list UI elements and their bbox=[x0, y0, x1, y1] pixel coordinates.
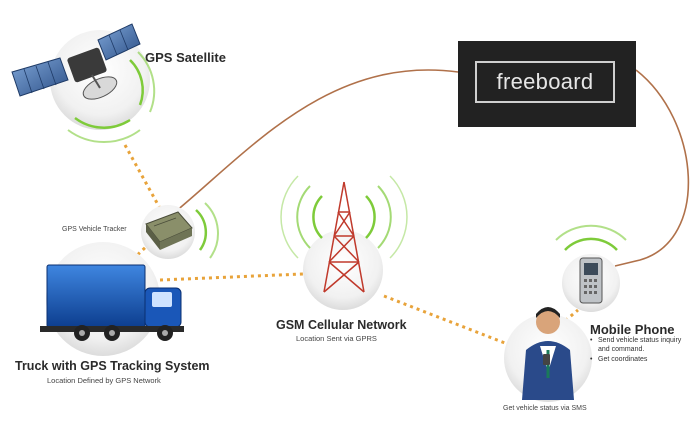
phone-node bbox=[555, 224, 627, 312]
truck-label: Truck with GPS Tracking System bbox=[15, 359, 210, 373]
phone-bullet-item: Send vehicle status inquiry and command. bbox=[590, 337, 682, 354]
mobile-phone-icon bbox=[579, 257, 603, 304]
phone-label: Mobile Phone bbox=[590, 322, 675, 337]
person-node bbox=[504, 307, 592, 402]
phone-bullet-item: Get coordinates bbox=[590, 356, 682, 365]
person-label: Get vehicle status via SMS bbox=[503, 405, 587, 412]
freeboard-logo-frame: freeboard bbox=[475, 61, 615, 103]
satellite-icon bbox=[11, 23, 141, 100]
tracker-icon bbox=[145, 211, 193, 250]
gsm-node bbox=[280, 175, 408, 310]
link-truck-gsm bbox=[159, 272, 304, 282]
cell-tower-icon bbox=[323, 181, 365, 293]
truck-sublabel: Location Defined by GPS Network bbox=[47, 376, 161, 385]
satellite-label: GPS Satellite bbox=[145, 50, 226, 65]
phone-bullet-list: Send vehicle status inquiry and command.… bbox=[590, 337, 682, 367]
gsm-label: GSM Cellular Network bbox=[276, 318, 407, 332]
link-gsm-person bbox=[383, 294, 511, 347]
freeboard-logo-text: freeboard bbox=[496, 69, 594, 94]
brand-link-phone bbox=[614, 69, 690, 267]
truck-icon bbox=[40, 264, 184, 341]
link-satellite-tracker bbox=[123, 144, 164, 213]
gsm-sublabel: Location Sent via GPRS bbox=[296, 334, 377, 343]
tracker-label: GPS Vehicle Tracker bbox=[62, 226, 127, 233]
tracker-node bbox=[141, 202, 219, 259]
brand-link-satellite bbox=[174, 69, 459, 213]
truck-node bbox=[40, 242, 184, 356]
freeboard-logo: freeboard bbox=[458, 41, 636, 127]
satellite-node bbox=[11, 23, 156, 143]
person-icon bbox=[522, 307, 574, 400]
